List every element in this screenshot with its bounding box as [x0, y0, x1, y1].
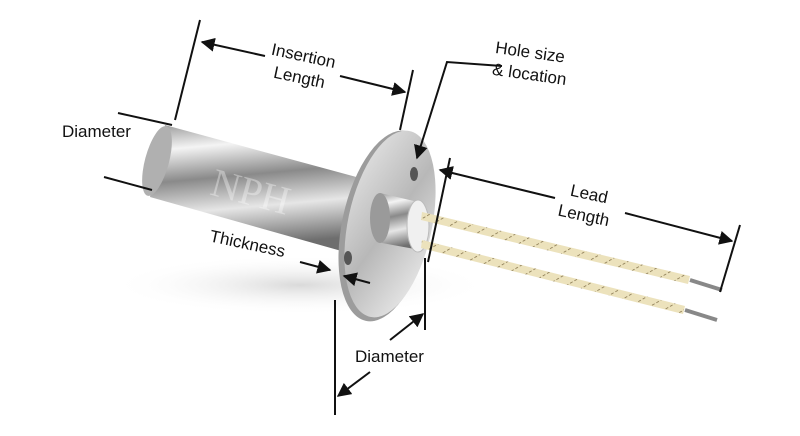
mounting-flange [338, 130, 436, 322]
diameter-label-bottom: Diameter [355, 347, 424, 366]
flange-hole [344, 251, 352, 265]
lead-wire [421, 212, 690, 284]
heater-sheath: NPH [142, 125, 360, 252]
lead-wire [421, 240, 685, 314]
diameter-label-left: Diameter [62, 122, 131, 141]
flange-hole [410, 167, 418, 181]
lead-wires [421, 212, 723, 322]
floor-shadow [110, 255, 490, 315]
